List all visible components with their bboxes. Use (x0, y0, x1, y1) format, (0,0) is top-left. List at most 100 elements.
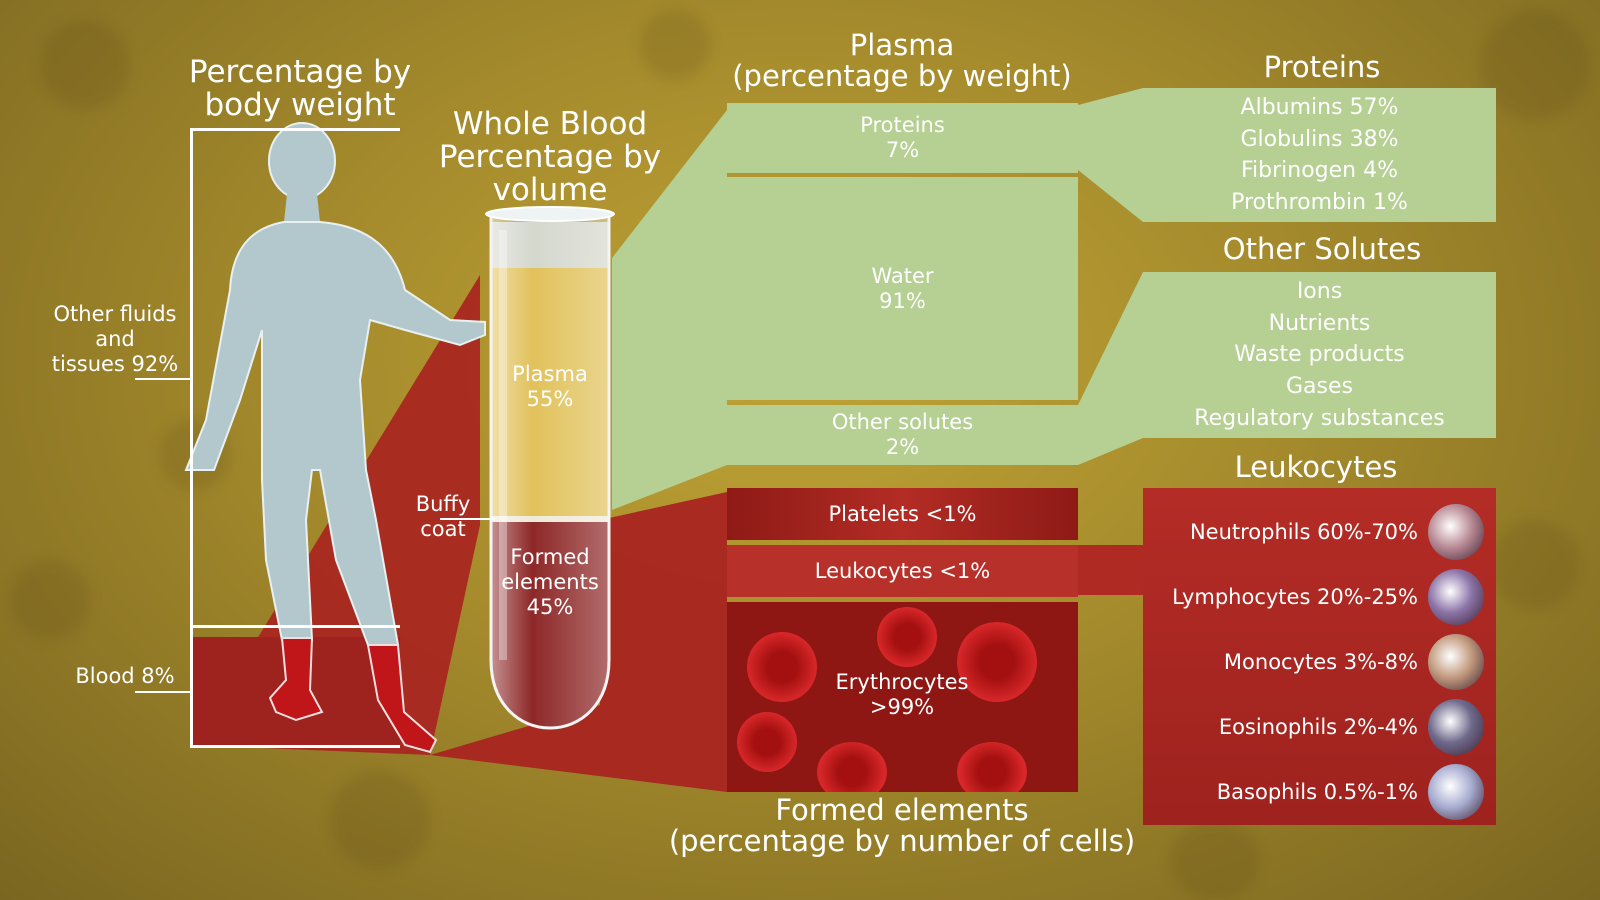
background-cell (1170, 820, 1260, 900)
plasma-water-label: Water (871, 263, 934, 288)
other-fluids-line: Other fluids (53, 302, 177, 326)
leukocytes-list: Neutrophils 60%-70% Lymphocytes 20%-25% Mo… (1143, 488, 1496, 825)
other-solutes-title: Other Solutes (1222, 232, 1422, 266)
solute-item: Gases (1286, 374, 1353, 400)
buffy-coat-leader (440, 518, 495, 520)
platelets-box: Platelets <1% (727, 488, 1078, 540)
protein-item: Albumins 57% (1240, 94, 1399, 120)
erythrocytes-box: Erythrocytes >99% (727, 602, 1078, 792)
leukocytes-label: Leukocytes <1% (814, 559, 991, 583)
other-fluids-line: tissues 92% (51, 352, 179, 377)
buffy-coat-label: Buffy coat (416, 492, 471, 542)
leukocyte-label: Monocytes 3%-8% (1223, 650, 1418, 674)
plasma-proteins-label: Proteins (860, 113, 945, 138)
solute-item: Nutrients (1268, 310, 1371, 336)
other-fluids-line: and (95, 327, 135, 352)
erythrocytes-line: >99% (869, 694, 935, 719)
solutes-connector-wedge (1078, 272, 1143, 465)
plasma-water-value: 91% (879, 288, 926, 313)
tube-plasma-line: Plasma (512, 362, 588, 386)
background-cell (10, 560, 90, 640)
plasma-solutes-label: Other solutes (831, 410, 974, 435)
formed-elements-title-line: Formed elements (775, 793, 1029, 827)
buffy-coat-line: Buffy (415, 492, 471, 516)
erythrocyte-cell (877, 607, 937, 667)
formed-elements-title: Formed elements (percentage by number of… (669, 795, 1135, 856)
bracket-bottom-line (192, 745, 400, 748)
leukocyte-label: Eosinophils 2%-4% (1218, 715, 1418, 739)
leukocyte-row: Lymphocytes 20%-25% (1172, 567, 1484, 627)
background-cell (1480, 10, 1590, 120)
leukocyte-row: Eosinophils 2%-4% (1219, 697, 1484, 757)
monocyte-icon (1428, 634, 1484, 690)
whole-blood-title-line: Percentage by (438, 138, 662, 175)
leukocyte-label: Neutrophils 60%-70% (1189, 520, 1418, 544)
neutrophil-icon (1428, 504, 1484, 560)
plasma-title: Plasma (percentage by weight) (732, 30, 1072, 91)
whole-blood-title-line: Whole Blood (452, 106, 648, 142)
human-figure (184, 122, 486, 754)
protein-item: Globulins 38% (1240, 126, 1399, 152)
tube-formed-line: 45% (526, 594, 574, 619)
proteins-connector-wedge (1078, 88, 1143, 222)
body-weight-title: Percentage by body weight (189, 56, 411, 122)
leukocyte-row: Basophils 0.5%-1% (1217, 762, 1484, 822)
buffy-coat-line: coat (420, 516, 466, 541)
background-cell (640, 10, 710, 80)
plasma-connector-wedge (612, 110, 727, 510)
formed-elements-title-line: (percentage by number of cells) (668, 823, 1136, 858)
leukocyte-label: Basophils 0.5%-1% (1216, 780, 1418, 804)
other-fluids-leader (135, 378, 191, 380)
platelets-label: Platelets <1% (828, 502, 977, 526)
blood-label: Blood 8% (75, 664, 175, 688)
protein-item: Fibrinogen 4% (1240, 158, 1399, 184)
blood-leader (135, 691, 191, 693)
leukocytes-box: Leukocytes <1% (727, 545, 1078, 597)
tube-plasma-label: Plasma 55% (512, 362, 588, 412)
solute-item: Waste products (1234, 342, 1405, 368)
tube-formed-label: Formed elements 45% (501, 545, 599, 619)
tube-plasma-line: 55% (526, 386, 574, 411)
plasma-solutes-value: 2% (885, 435, 920, 459)
body-weight-title-line: body weight (204, 86, 396, 123)
erythrocytes-line: Erythrocytes (835, 670, 969, 694)
background-cell (1490, 520, 1580, 610)
other-fluids-label: Other fluids and tissues 92% (40, 302, 190, 378)
basophil-icon (1428, 764, 1484, 820)
proteins-list: Albumins 57% Globulins 38% Fibrinogen 4% Pr… (1143, 88, 1496, 222)
lymphocyte-icon (1428, 569, 1484, 625)
solute-item: Ions (1296, 278, 1343, 304)
plasma-solutes-box: Other solutes 2% (727, 405, 1078, 465)
leukocytes-title: Leukocytes (1234, 450, 1398, 484)
plasma-proteins-box: Proteins 7% (727, 103, 1078, 173)
leukocyte-connector-band (1070, 545, 1150, 595)
bracket-divider-line (192, 625, 400, 628)
proteins-title: Proteins (1263, 50, 1381, 84)
leukocyte-row: Monocytes 3%-8% (1224, 632, 1484, 692)
eosinophil-icon (1428, 699, 1484, 755)
erythrocyte-cell (957, 742, 1027, 792)
background-cell (40, 20, 130, 110)
whole-blood-title-line: volume (492, 171, 608, 208)
bracket-top-line (192, 128, 400, 131)
leukocyte-label: Lymphocytes 20%-25% (1172, 585, 1418, 609)
tube-formed-line: elements (501, 569, 599, 594)
bracket-vertical-line (190, 128, 193, 748)
protein-item: Prothrombin 1% (1231, 190, 1408, 216)
whole-blood-title: Whole Blood Percentage by volume (439, 108, 661, 207)
body-weight-title-line: Percentage by (188, 54, 412, 90)
leukocyte-row: Neutrophils 60%-70% (1190, 502, 1484, 562)
plasma-title-line: (percentage by weight) (732, 58, 1072, 93)
erythrocyte-cell (737, 712, 797, 772)
solute-item: Regulatory substances (1194, 406, 1445, 432)
erythrocytes-label: Erythrocytes >99% (836, 670, 969, 720)
erythrocyte-cell (957, 622, 1037, 702)
erythrocyte-cell (817, 742, 887, 792)
formed-connector-wedge (430, 492, 727, 792)
plasma-water-box: Water 91% (727, 177, 1078, 400)
test-tube (485, 206, 615, 730)
plasma-title-line: Plasma (849, 28, 955, 62)
